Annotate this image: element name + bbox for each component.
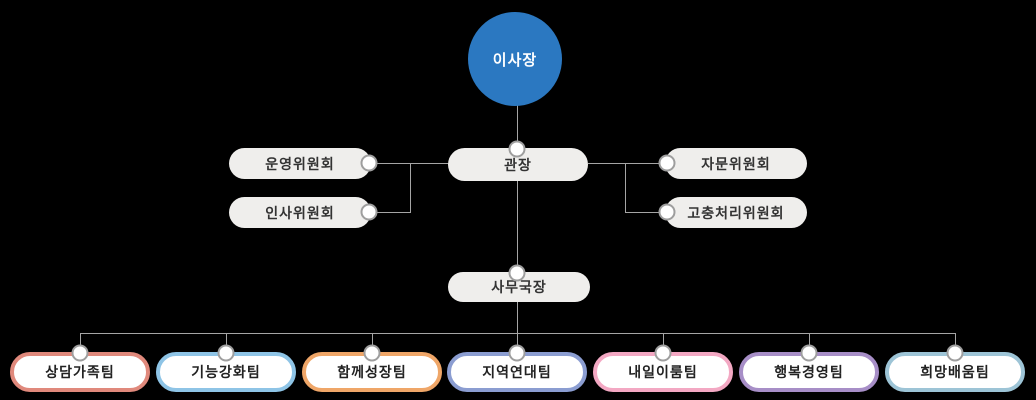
connector-dot-team-6 bbox=[800, 344, 818, 362]
node-chairman: 이사장 bbox=[468, 12, 562, 106]
node-committee-grievance: 고충처리위원회 bbox=[665, 197, 807, 228]
team-stub-2 bbox=[226, 333, 227, 354]
connector-line-left bbox=[369, 163, 449, 164]
team-stub-1 bbox=[80, 333, 81, 354]
connector-dot-team-4 bbox=[508, 344, 526, 362]
connector-dot-team-1 bbox=[71, 344, 89, 362]
node-committee-advisory: 자문위원회 bbox=[665, 148, 807, 179]
team-stub-6 bbox=[809, 333, 810, 354]
team-pill-grow-together: 함께성장팀 bbox=[302, 352, 442, 392]
connector-line-left-drop bbox=[410, 163, 411, 213]
connector-line-teams bbox=[80, 333, 955, 334]
connector-line-left2 bbox=[369, 212, 411, 213]
connector-line-director-secretary bbox=[517, 180, 518, 273]
team-stub-7 bbox=[955, 333, 956, 354]
connector-line-right-drop bbox=[625, 163, 626, 213]
connector-dot-personnel bbox=[360, 203, 378, 221]
connector-line-right2 bbox=[625, 212, 667, 213]
connector-line-root bbox=[517, 104, 518, 150]
connector-line-right bbox=[588, 163, 667, 164]
team-pill-community: 지역연대팀 bbox=[447, 352, 587, 392]
team-stub-3 bbox=[372, 333, 373, 354]
connector-dot-advisory bbox=[658, 154, 676, 172]
connector-dot-team-3 bbox=[363, 344, 381, 362]
team-stub-5 bbox=[663, 333, 664, 354]
connector-dot-team-7 bbox=[946, 344, 964, 362]
connector-dot-team-2 bbox=[217, 344, 235, 362]
node-committee-operating: 운영위원회 bbox=[229, 148, 371, 179]
connector-dot-operating bbox=[360, 154, 378, 172]
connector-dot-director bbox=[508, 140, 526, 158]
connector-dot-secretary bbox=[508, 264, 526, 282]
connector-dot-team-5 bbox=[654, 344, 672, 362]
connector-line-secretary-teams bbox=[517, 301, 518, 354]
node-committee-personnel: 인사위원회 bbox=[229, 197, 371, 228]
connector-dot-grievance bbox=[658, 203, 676, 221]
